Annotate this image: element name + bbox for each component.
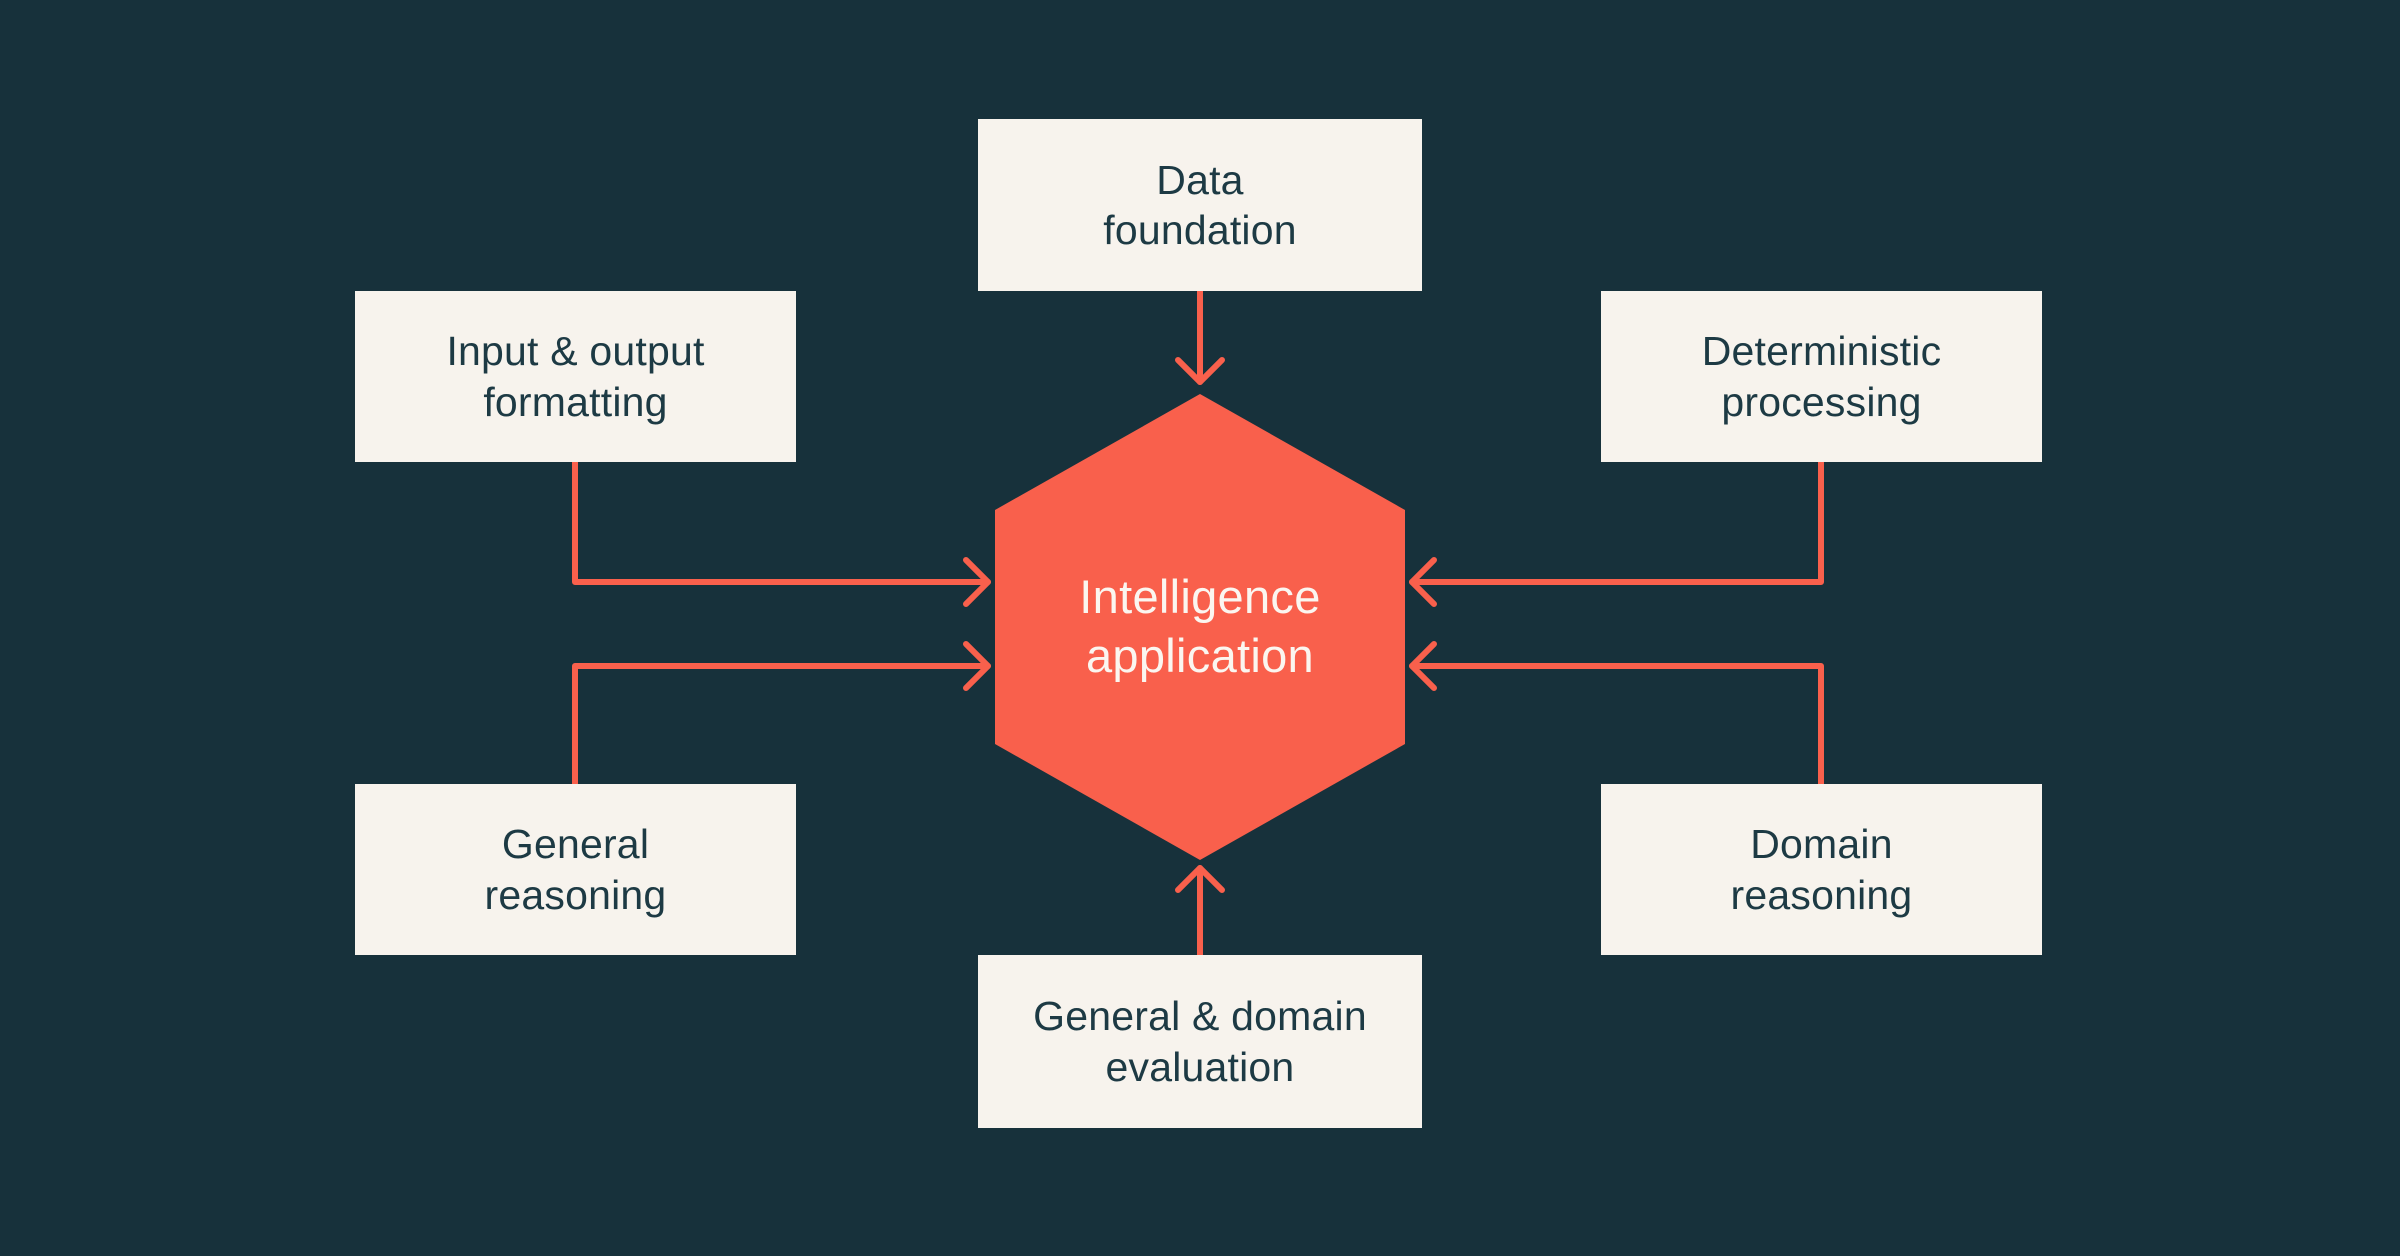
edge-domain-reasoning-to-center [1409, 641, 1824, 787]
edge-input-output-formatting-to-center [572, 459, 991, 607]
arrowhead-right-icon [963, 557, 991, 607]
center-hexagon [995, 394, 1405, 860]
edge-general-reasoning-to-center [572, 641, 991, 787]
arrowhead-right-icon [963, 641, 991, 691]
edge-general-domain-evaluation-to-center [1175, 865, 1225, 958]
edge-deterministic-processing-to-center [1409, 459, 1824, 607]
node-domain-reasoning: Domain reasoning [1601, 784, 2042, 955]
arrowhead-down-icon [1175, 357, 1225, 385]
node-deterministic-processing: Deterministic processing [1601, 291, 2042, 462]
arrowhead-left-icon [1409, 557, 1437, 607]
edge-data-foundation-to-center [1175, 288, 1225, 385]
node-input-output-formatting: Input & output formatting [355, 291, 796, 462]
arrowhead-left-icon [1409, 641, 1437, 691]
center-node-label: Intelligence application [1079, 570, 1321, 682]
arrowhead-up-icon [1175, 865, 1225, 893]
node-general-domain-evaluation: General & domain evaluation [978, 955, 1422, 1128]
node-data-foundation: Data foundation [978, 119, 1422, 291]
node-general-reasoning: General reasoning [355, 784, 796, 955]
